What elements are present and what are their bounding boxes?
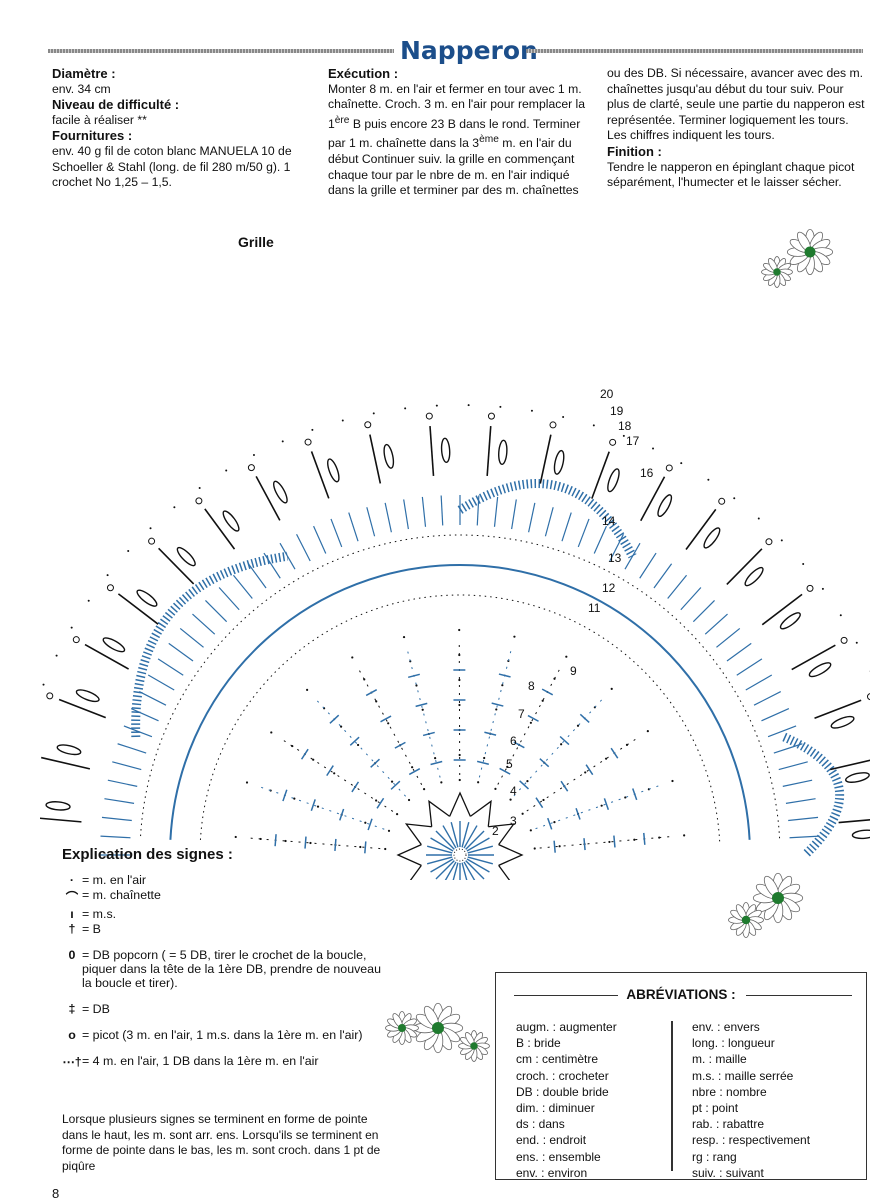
execution-heading: Exécution : (328, 66, 592, 82)
daisy-icon (378, 992, 504, 1072)
execution-line: début Continuer suiv. la grille en comme… (328, 152, 592, 168)
round-number-label: 17 (626, 434, 640, 448)
legend-item: o= picot (3 m. en l'air, 1 m.s. dans la … (62, 1028, 392, 1042)
execution-line: dans la grille et terminer par des m. ch… (328, 183, 592, 199)
legend-text: = DB popcorn ( = 5 DB, tirer le crochet … (82, 948, 392, 990)
stitch-symbol-icon: ⋯† (62, 1054, 82, 1069)
abbreviation-item: nbre : nombre (692, 1084, 810, 1100)
finishing-heading: Finition : (607, 144, 865, 160)
legend-text: = m.s. (82, 907, 116, 921)
abbreviation-item: suiv. : suivant (692, 1165, 810, 1181)
legend-text: = m. en l'air (82, 873, 146, 887)
execution-line: par 1 m. chaînette dans la 3ème m. en l'… (328, 132, 592, 152)
abbreviation-item: B : bride (516, 1035, 617, 1051)
round-number-label: 7 (518, 707, 525, 721)
abbreviation-item: pt : point (692, 1100, 810, 1116)
legend-item: ‡= DB (62, 1002, 392, 1016)
symbols-legend: Explication des signes : ·= m. en l'air⌒… (62, 846, 392, 1070)
round-number-label: 16 (640, 466, 654, 480)
round-number-label: 19 (610, 404, 624, 418)
legend-note: Lorsque plusieurs signes se terminent en… (62, 1112, 384, 1174)
legend-item: ı= m.s. (62, 907, 392, 921)
diameter-value: env. 34 cm (52, 82, 314, 98)
execution-column: Exécution : Monter 8 m. en l'air et ferm… (328, 66, 592, 199)
abbreviation-item: end. : endroit (516, 1132, 617, 1148)
legend-item: ⌒= m. chaînette (62, 888, 392, 906)
daisy-icon (718, 868, 818, 948)
header-rule-right (526, 49, 863, 53)
execution-line: Monter 8 m. en l'air et fermer en tour a… (328, 82, 592, 98)
round-number-label: 4 (510, 784, 517, 798)
execution-line: 1ère B puis encore 23 B dans le rond. Te… (328, 113, 592, 133)
round-number-label: 11 (588, 601, 601, 615)
round-number-label: 14 (602, 514, 616, 528)
finishing-column: ou des DB. Si nécessaire, avancer avec d… (607, 66, 865, 191)
stitch-symbol-icon: † (62, 922, 82, 936)
abbreviation-item: cm : centimètre (516, 1051, 617, 1067)
execution-continued: ou des DB. Si nécessaire, avancer avec d… (607, 66, 865, 144)
abbreviation-item: augm. : augmenter (516, 1019, 617, 1035)
stitch-symbol-icon: ⌒ (62, 888, 82, 906)
round-number-label: 18 (618, 419, 632, 433)
round-number-label: 9 (570, 664, 577, 678)
round-number-label: 12 (602, 581, 616, 595)
abbreviation-item: ds : dans (516, 1116, 617, 1132)
legend-text: = DB (82, 1002, 110, 1016)
legend-text: = B (82, 922, 101, 936)
legend-item: 0= DB popcorn ( = 5 DB, tirer le crochet… (62, 948, 392, 990)
legend-item: ⋯†= 4 m. en l'air, 1 DB dans la 1ère m. … (62, 1054, 392, 1069)
stitch-symbol-icon: ‡ (62, 1002, 82, 1016)
diameter-heading: Diamètre : (52, 66, 314, 82)
finishing-text: Tendre le napperon en épinglant chaque p… (607, 160, 865, 191)
supplies-heading: Fournitures : (52, 128, 314, 144)
abbreviation-item: m.s. : maille serrée (692, 1068, 810, 1084)
abbreviation-item: env. : environ (516, 1165, 617, 1181)
abbreviation-item: DB : double bride (516, 1084, 617, 1100)
difficulty-value: facile à réaliser ** (52, 113, 314, 129)
legend-item: †= B (62, 922, 392, 936)
abbr-divider (671, 1021, 673, 1171)
round-number-label: 3 (510, 814, 517, 828)
legend-item: ·= m. en l'air (62, 873, 392, 887)
round-number-label: 20 (600, 387, 614, 401)
page-header: Napperon (48, 38, 863, 64)
abbreviation-item: dim. : diminuer (516, 1100, 617, 1116)
legend-title: Explication des signes : (62, 846, 392, 863)
abbreviation-item: long. : longueur (692, 1035, 810, 1051)
abbreviation-item: m. : maille (692, 1051, 810, 1067)
abbreviation-item: rab. : rabattre (692, 1116, 810, 1132)
page-title: Napperon (400, 36, 538, 65)
legend-text: = 4 m. en l'air, 1 DB dans la 1ère m. en… (82, 1054, 318, 1068)
execution-line: chaînette. Croch. 3 m. en l'air pour rem… (328, 97, 592, 113)
abbreviation-item: croch. : crocheter (516, 1068, 617, 1084)
stitch-symbol-icon: 0 (62, 948, 82, 962)
round-number-label: 13 (608, 551, 622, 565)
materials-column: Diamètre : env. 34 cm Niveau de difficul… (52, 66, 314, 191)
execution-line: chaque tour par le nbre de m. en l'air i… (328, 168, 592, 184)
abbr-rule (746, 995, 852, 996)
round-number-label: 8 (528, 679, 535, 693)
legend-text: = m. chaînette (82, 888, 161, 902)
round-number-label: 5 (506, 757, 513, 771)
header-rule-left (48, 49, 394, 53)
stitch-symbol-icon: · (62, 873, 82, 887)
round-number-label: 2 (492, 824, 499, 838)
round-number-label: 6 (510, 734, 517, 748)
abbreviation-item: rg : rang (692, 1149, 810, 1165)
abbreviation-item: resp. : respectivement (692, 1132, 810, 1148)
difficulty-heading: Niveau de difficulté : (52, 97, 314, 113)
abbreviation-item: env. : envers (692, 1019, 810, 1035)
abbreviation-item: ens. : ensemble (516, 1149, 617, 1165)
stitch-symbol-icon: ı (62, 907, 82, 921)
stitch-symbol-icon: o (62, 1028, 82, 1042)
supplies-text: env. 40 g fil de coton blanc MANUELA 10 … (52, 144, 314, 191)
legend-text: = picot (3 m. en l'air, 1 m.s. dans la 1… (82, 1028, 363, 1042)
daisy-icon (755, 222, 845, 302)
page-number: 8 (52, 1186, 59, 1201)
